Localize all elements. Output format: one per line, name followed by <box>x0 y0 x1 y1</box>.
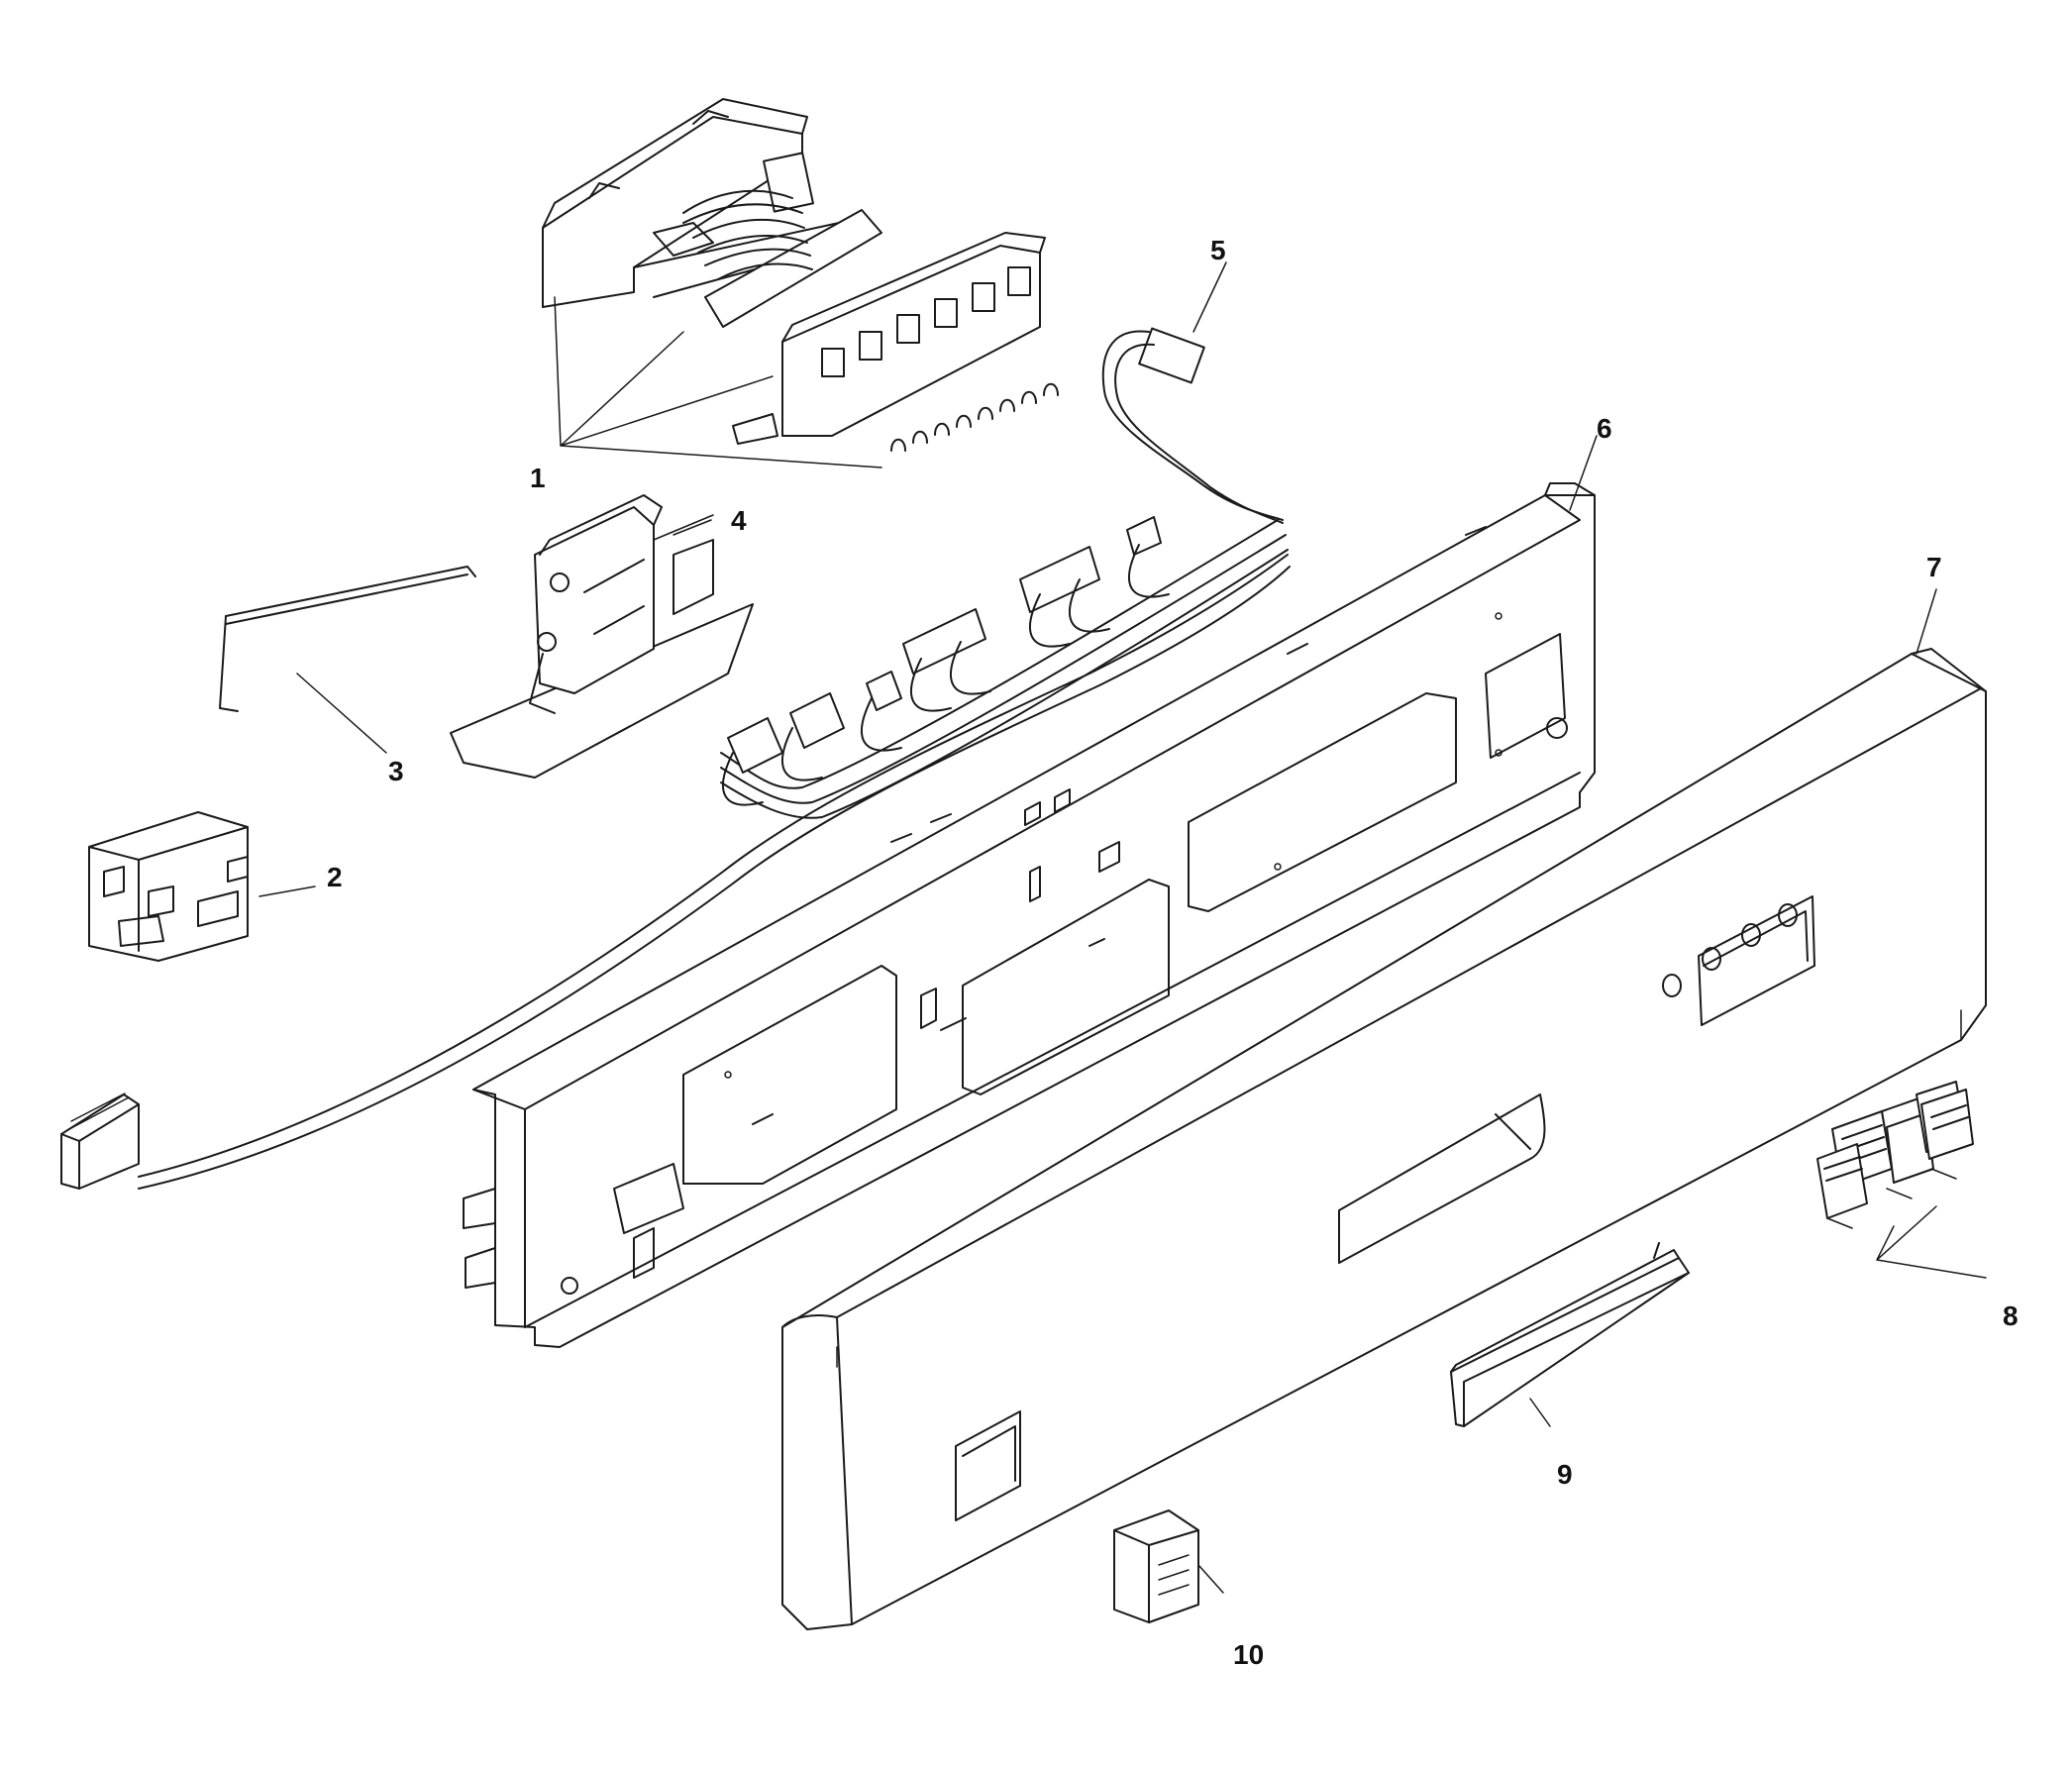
callout-10: 10 <box>1233 1639 1264 1670</box>
callout-1: 1 <box>530 463 546 493</box>
callout-9: 9 <box>1557 1459 1573 1490</box>
callout-8: 8 <box>2003 1301 2019 1331</box>
part-1-harness <box>682 189 813 280</box>
callout-4: 4 <box>731 505 747 536</box>
callout-6: 6 <box>1597 413 1612 444</box>
callout-5: 5 <box>1210 235 1226 265</box>
harness-end-connector <box>60 1093 140 1190</box>
callout-labels: 1 2 3 4 5 6 7 8 9 10 <box>327 235 2019 1670</box>
part-2-switch <box>88 811 249 962</box>
callout-3: 3 <box>388 756 404 786</box>
leader-lines <box>259 261 1937 1594</box>
callout-7: 7 <box>1926 552 1942 582</box>
part-7-front-panel <box>781 648 1987 1630</box>
part-4-switch-bracket <box>450 494 754 779</box>
part-1-control-module <box>542 98 1059 468</box>
part-9-trim-strip <box>1450 1242 1690 1427</box>
part-1-switch-keys <box>821 266 1031 377</box>
part-3-rod <box>219 566 476 712</box>
part-8-buttons <box>1816 1081 1987 1279</box>
part-5-wire-connector <box>1101 327 1284 524</box>
part-10-cap <box>1113 1509 1199 1623</box>
part-6-wiring-harness <box>138 516 1291 1190</box>
callout-2: 2 <box>327 862 343 892</box>
part-6-inner-panel <box>463 482 1596 1348</box>
